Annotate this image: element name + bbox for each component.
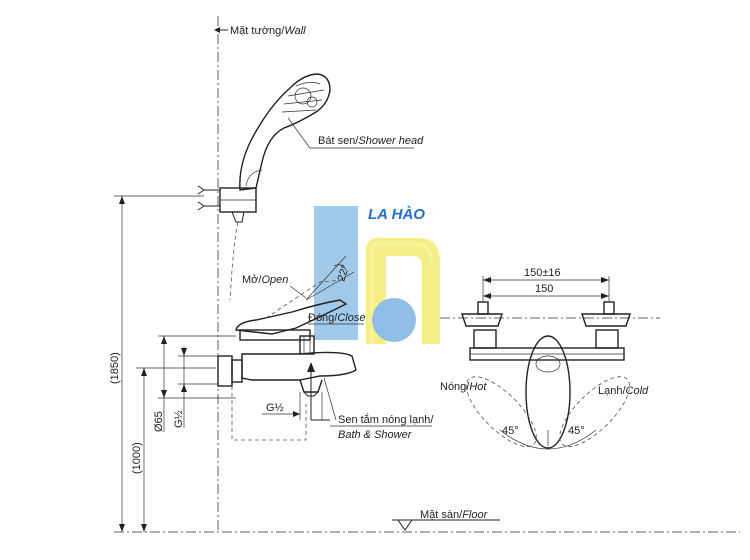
faucet-front-view xyxy=(440,301,660,450)
watermark-blue-bar xyxy=(314,206,358,340)
dim-1000-arrow-top xyxy=(141,368,147,376)
shower-head-leader xyxy=(287,117,311,149)
angle-ref-line-1 xyxy=(305,271,355,301)
faucet-body-side xyxy=(217,335,357,441)
dim-1000-arrow-bot xyxy=(141,524,147,532)
watermark-yellow-arch-inner xyxy=(370,242,434,344)
shower-holder xyxy=(197,185,257,301)
spacing-tolerance: 150±16 xyxy=(524,267,561,279)
hot-label: Nóng/Hot xyxy=(440,381,487,393)
dim-150tol-arrow-r xyxy=(601,277,609,283)
g-left-arrow-top xyxy=(181,348,187,356)
close-label: Đóng/Close xyxy=(308,312,365,324)
g-left-arrow-bot xyxy=(181,384,187,392)
angle-cold: 45° xyxy=(568,425,585,437)
bath-shower-leader-2 xyxy=(323,377,337,421)
dim-1850-arrow-top xyxy=(119,196,125,204)
floor-label: Mặt sàn/Floor xyxy=(420,509,489,521)
floor-marker xyxy=(397,519,413,531)
thread-left: G½ xyxy=(173,410,185,428)
height-spout: (1000) xyxy=(131,442,143,474)
open-leader xyxy=(289,285,307,299)
angle-arc xyxy=(333,264,347,271)
bath-shower-label: Sen tắm nóng lạnh/ xyxy=(338,413,434,426)
angle-ref-line-2 xyxy=(305,255,347,301)
thread-bottom: G½ xyxy=(266,402,284,414)
watermark-text: LA HÀO xyxy=(368,206,425,223)
wall-label: Mặt tường/Wall xyxy=(230,25,306,37)
shower-head-label: Bát sen/Shower head xyxy=(318,135,424,147)
dia-dim: Ø65 xyxy=(153,411,165,432)
faucet-handle xyxy=(235,279,348,341)
dia-arrow-top xyxy=(161,336,167,344)
dim-150-arrow-l xyxy=(483,293,491,299)
watermark-logo: LA HÀO xyxy=(314,206,440,344)
outlet-arrow xyxy=(307,362,315,372)
shower-head xyxy=(239,73,331,191)
open-label: Mở/Open xyxy=(242,274,288,286)
cold-label: Lạnh/Cold xyxy=(598,385,649,397)
bath-shower-label-en: Bath & Shower xyxy=(338,429,413,441)
dia-arrow-bot xyxy=(161,390,167,398)
spacing: 150 xyxy=(535,283,553,295)
watermark-blue-circle xyxy=(372,298,416,342)
dim-150tol-arrow-l xyxy=(483,277,491,283)
g-bottom-arrow xyxy=(293,411,300,417)
dim-150-arrow-r xyxy=(601,293,609,299)
height-total: (1850) xyxy=(109,352,121,384)
wall-arrow xyxy=(214,27,220,33)
angle-hot: 45° xyxy=(502,425,519,437)
handle-angle: 22° xyxy=(335,263,352,283)
dim-1850-arrow-bot xyxy=(119,524,125,532)
